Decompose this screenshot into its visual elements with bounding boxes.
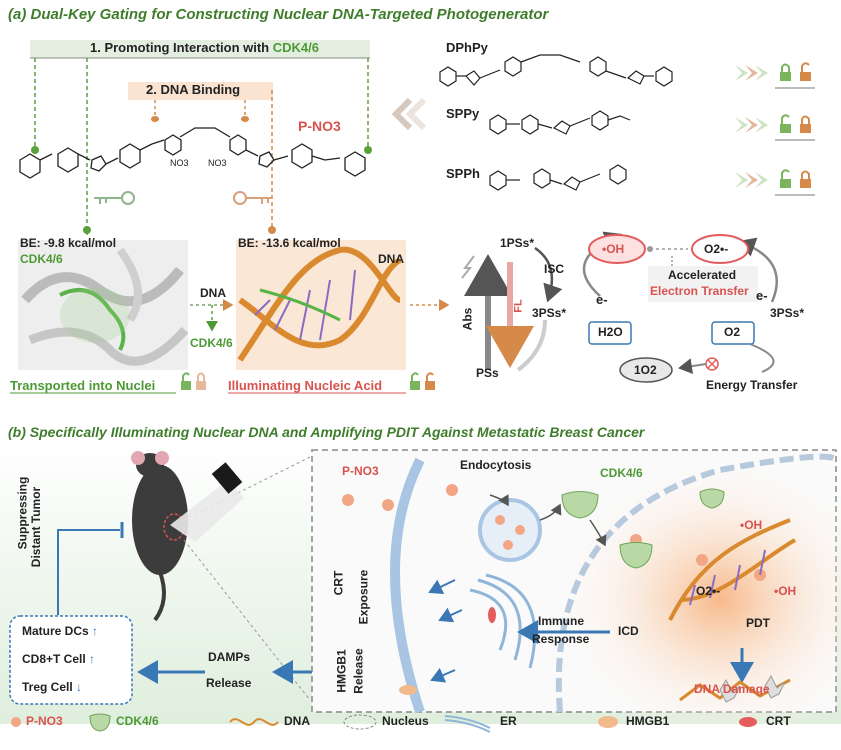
pno3-label-b: P-NO3 xyxy=(342,464,379,478)
superoxide-b: O2•- xyxy=(696,584,721,598)
suppress-line1: Suppressing xyxy=(15,476,30,550)
molecule-name-spph: SPPh xyxy=(446,166,480,181)
singlet-oxygen-label: 1O2 xyxy=(634,363,657,377)
state-triplet-b: 3PSs* xyxy=(770,306,805,320)
state-ground: PSs xyxy=(476,366,499,380)
pno3-structure xyxy=(19,127,366,179)
mid-cdk-label: CDK4/6 xyxy=(190,336,233,350)
er-shape xyxy=(469,573,537,669)
suppress-line2: Distant Tumor xyxy=(29,486,44,568)
legend-nucleus: Nucleus xyxy=(382,714,429,728)
hmgb1-label: HMGB1 xyxy=(334,649,349,693)
immune-item-0: Mature DCs ↑ xyxy=(22,624,99,638)
orange-key-icon xyxy=(233,191,272,205)
damps-line2: Release xyxy=(206,676,252,690)
jablonski-diagram xyxy=(461,231,778,383)
binding-target-dna: DNA xyxy=(378,252,404,266)
legend-pno3: P-NO3 xyxy=(26,714,63,728)
counterion-b: NO3 xyxy=(208,158,227,168)
endocytosis-label: Endocytosis xyxy=(460,458,532,472)
hmgb1-release-label: Release xyxy=(351,648,366,694)
bar-promoting xyxy=(30,40,370,58)
hydroxyl-b1: •OH xyxy=(740,518,763,532)
electron-left: e- xyxy=(596,292,608,307)
damaged-dna xyxy=(679,674,791,703)
green-key-icon xyxy=(94,191,135,205)
spph-structure xyxy=(489,164,627,191)
immune-item-1: CD8+T Cell ↑ xyxy=(22,652,96,666)
row-spph-locks xyxy=(735,169,815,196)
hydroxyl-b2: •OH xyxy=(774,584,797,598)
energy-transfer-label: Energy Transfer xyxy=(706,378,798,392)
cdk46-shapes xyxy=(561,488,725,569)
caption-illuminating: Illuminating Nucleic Acid xyxy=(228,378,383,393)
counterion-a: NO3 xyxy=(170,158,189,168)
accelerated-label: Accelerated xyxy=(668,268,737,282)
immune-label-1: Immune xyxy=(538,614,585,628)
mid-dna-label: DNA xyxy=(200,286,226,300)
hydroxyl-radical: •OH xyxy=(602,242,625,256)
icd-label: ICD xyxy=(618,624,639,638)
flashlight-icon xyxy=(170,462,244,542)
abs-label: Abs xyxy=(460,307,475,331)
electron-transfer-label: Electron Transfer xyxy=(650,284,749,298)
isc-label: ISC xyxy=(544,262,565,276)
row-dphpy-locks xyxy=(735,62,815,89)
oxygen-label: O2 xyxy=(724,325,741,339)
legend-crt: CRT xyxy=(766,714,791,728)
state-triplet-a: 3PSs* xyxy=(532,306,567,320)
immune-item-2: Treg Cell ↓ xyxy=(22,680,83,694)
bar-dna-binding xyxy=(128,82,273,100)
legend-cdk46: CDK4/6 xyxy=(116,714,159,728)
pno3-particles xyxy=(342,484,766,581)
sppy-structure xyxy=(489,110,631,135)
caption-right-locks xyxy=(410,372,435,390)
light-icon xyxy=(461,255,475,279)
binding-target-cdk: CDK4/6 xyxy=(20,252,63,266)
binding-energy-cdk: BE: -9.8 kcal/mol xyxy=(20,236,117,250)
crt-label: CRT xyxy=(331,570,346,596)
binding-energy-dna: BE: -13.6 kcal/mol xyxy=(238,236,341,250)
caption-left-locks xyxy=(181,372,206,390)
dna-damage-label: DNA Damage xyxy=(694,682,770,696)
molecule-name-dphpy: DPhPy xyxy=(446,40,488,55)
fl-label: FL xyxy=(512,299,525,313)
caption-transported: Transported into Nuclei xyxy=(10,378,156,393)
chevron-left-icon xyxy=(391,97,427,131)
damps-line1: DAMPs xyxy=(208,650,251,664)
exposure-label: Exposure xyxy=(356,569,371,625)
compound-label: P-NO3 xyxy=(298,118,341,134)
row-sppy-locks xyxy=(735,114,815,141)
electron-right: e- xyxy=(756,288,768,303)
immune-box xyxy=(9,615,133,705)
bar-promoting-label: 1. Promoting Interaction with CDK4/6 xyxy=(90,40,319,55)
legend-dna: DNA xyxy=(284,714,310,728)
panel-b-title: (b) Specifically Illuminating Nuclear DN… xyxy=(8,424,645,440)
legend-graphics xyxy=(11,713,757,733)
nuclear-dna xyxy=(668,518,796,621)
cdk-label-b: CDK4/6 xyxy=(600,466,643,480)
bar-dna-binding-label: 2. DNA Binding xyxy=(146,82,241,97)
dna-docking-image xyxy=(236,240,406,370)
panel-a-title: (a) Dual-Key Gating for Constructing Nuc… xyxy=(8,6,549,23)
state-singlet-excited: 1PSs* xyxy=(500,236,535,250)
dphpy-structure xyxy=(439,54,673,87)
cell-membrane xyxy=(390,457,425,714)
protein-docking-image xyxy=(18,240,189,370)
molecule-name-sppy: SPPy xyxy=(446,106,480,121)
immune-label-2: Response xyxy=(532,632,590,646)
legend-hmgb1: HMGB1 xyxy=(626,714,670,728)
superoxide-radical: O2•- xyxy=(704,242,729,256)
water-label: H2O xyxy=(598,325,623,339)
legend-er: ER xyxy=(500,714,517,728)
pdt-label: PDT xyxy=(746,616,770,630)
